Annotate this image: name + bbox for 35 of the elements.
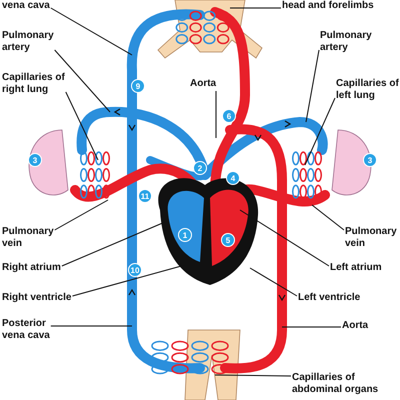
callout-number: 3 — [28, 153, 42, 167]
anatomy-label: Right atrium — [2, 262, 82, 274]
callout-number: 9 — [131, 79, 145, 93]
anatomy-label: Right ventricle — [2, 292, 92, 304]
leader-line — [54, 50, 110, 112]
anatomy-label: Capillaries of right lung — [2, 72, 72, 96]
leader-line — [54, 200, 108, 230]
anatomy-label: Capillaries of left lung — [336, 78, 400, 102]
callout-number: 2 — [193, 161, 207, 175]
callout-number: 3 — [363, 153, 377, 167]
anatomy-label: Capillaries of abdominal organs — [292, 372, 400, 396]
callout-number: 4 — [226, 171, 240, 185]
anatomy-label: head and forelimbs — [282, 0, 377, 12]
anatomy-label: Left atrium — [330, 262, 400, 274]
anatomy-label: Aorta — [342, 320, 382, 332]
leader-line — [214, 374, 292, 376]
leader-line — [306, 50, 320, 122]
callout-number: 10 — [128, 263, 142, 277]
anatomy-label: Pulmonary artery — [2, 30, 64, 54]
anatomy-label: Left ventricle — [298, 292, 388, 304]
leader-line — [304, 98, 336, 166]
leader-line — [65, 92, 98, 160]
anatomy-label: Aorta — [190, 78, 230, 90]
anatomy-label: Posterior vena cava — [2, 318, 64, 342]
callout-number: 6 — [222, 109, 236, 123]
anatomy-label: Pulmonary vein — [2, 226, 60, 250]
callout-number: 11 — [138, 189, 152, 203]
anatomy-label: Pulmonary artery — [320, 30, 382, 54]
anatomy-label: vena cava — [2, 0, 72, 12]
leader-line — [250, 268, 298, 296]
leader-line — [240, 210, 330, 266]
anatomy-label: Pulmonary vein — [345, 226, 400, 250]
leader-line — [282, 326, 342, 328]
leader-line — [50, 8, 132, 56]
leader-line — [312, 204, 344, 230]
